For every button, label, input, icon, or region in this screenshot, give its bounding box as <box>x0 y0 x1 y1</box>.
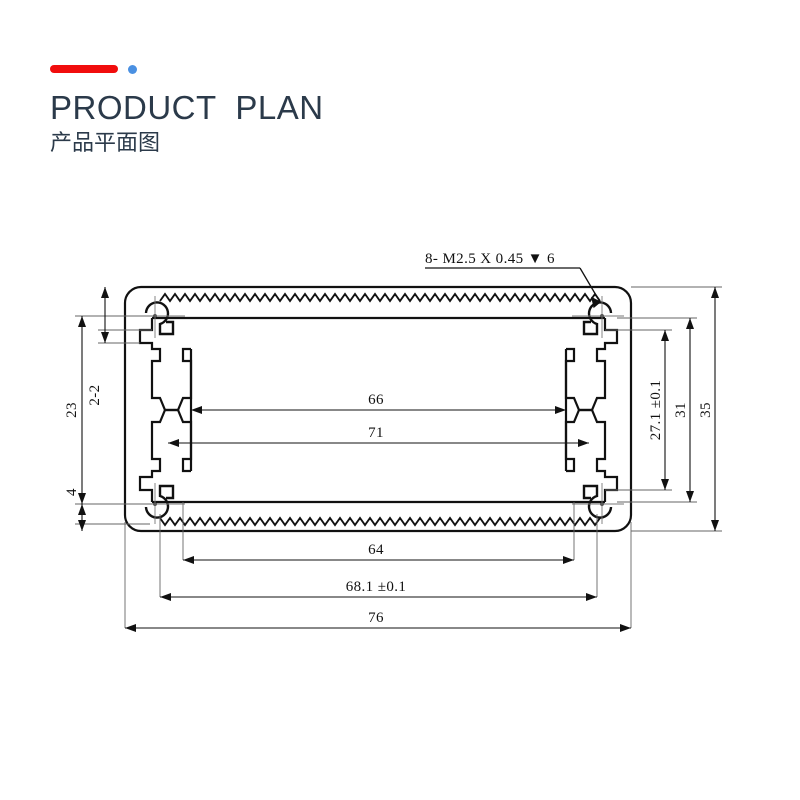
outer-shell-outline <box>123 285 633 533</box>
page-title: PRODUCT PLAN <box>50 89 324 126</box>
dim-label-68-1: 68.1 ±0.1 <box>346 579 407 595</box>
note-leader-line <box>579 267 601 303</box>
technical-drawing: 8- M2.5 X 0.45 ▼ 6 23 2-2 4 27.1 ±0.1 31… <box>0 230 800 660</box>
dim-label-64: 64 <box>368 542 384 558</box>
dim-label-31: 31 <box>673 402 689 418</box>
extension-lines <box>75 286 722 628</box>
dim-label-66: 66 <box>368 392 384 408</box>
dim-label-76: 76 <box>368 610 384 626</box>
accent-bar-icon <box>50 65 118 73</box>
profile-geometry <box>123 285 633 533</box>
dim-label-27-1: 27.1 ±0.1 <box>648 380 664 441</box>
accent-decoration <box>50 62 470 76</box>
top-wall-serration-icon <box>159 292 601 303</box>
left-wall-inner-profile-lower <box>138 408 193 502</box>
page-header: PRODUCT PLAN 产品平面图 <box>50 62 470 157</box>
left-wall-inner-profile <box>138 318 193 412</box>
note-leader <box>425 267 602 309</box>
dimension-lines <box>78 287 719 632</box>
note-leader-arrowhead-icon <box>591 296 602 309</box>
dim-label-35: 35 <box>698 402 714 418</box>
accent-dot-icon <box>128 64 137 74</box>
page-subtitle: 产品平面图 <box>50 129 161 155</box>
dim-label-2-2: 2-2 <box>87 384 103 405</box>
dim-label-71: 71 <box>368 425 384 441</box>
bottom-wall-serration-icon <box>159 516 601 527</box>
right-wall-inner-profile <box>564 318 619 412</box>
enclosure-cross-section-svg: 8- M2.5 X 0.45 ▼ 6 23 2-2 4 27.1 ±0.1 31… <box>64 251 722 632</box>
right-wall-inner-profile-lower <box>564 408 619 502</box>
thread-note-label: 8- M2.5 X 0.45 ▼ 6 <box>425 251 555 267</box>
dim-label-4: 4 <box>64 488 80 496</box>
dim-label-23: 23 <box>64 402 80 418</box>
